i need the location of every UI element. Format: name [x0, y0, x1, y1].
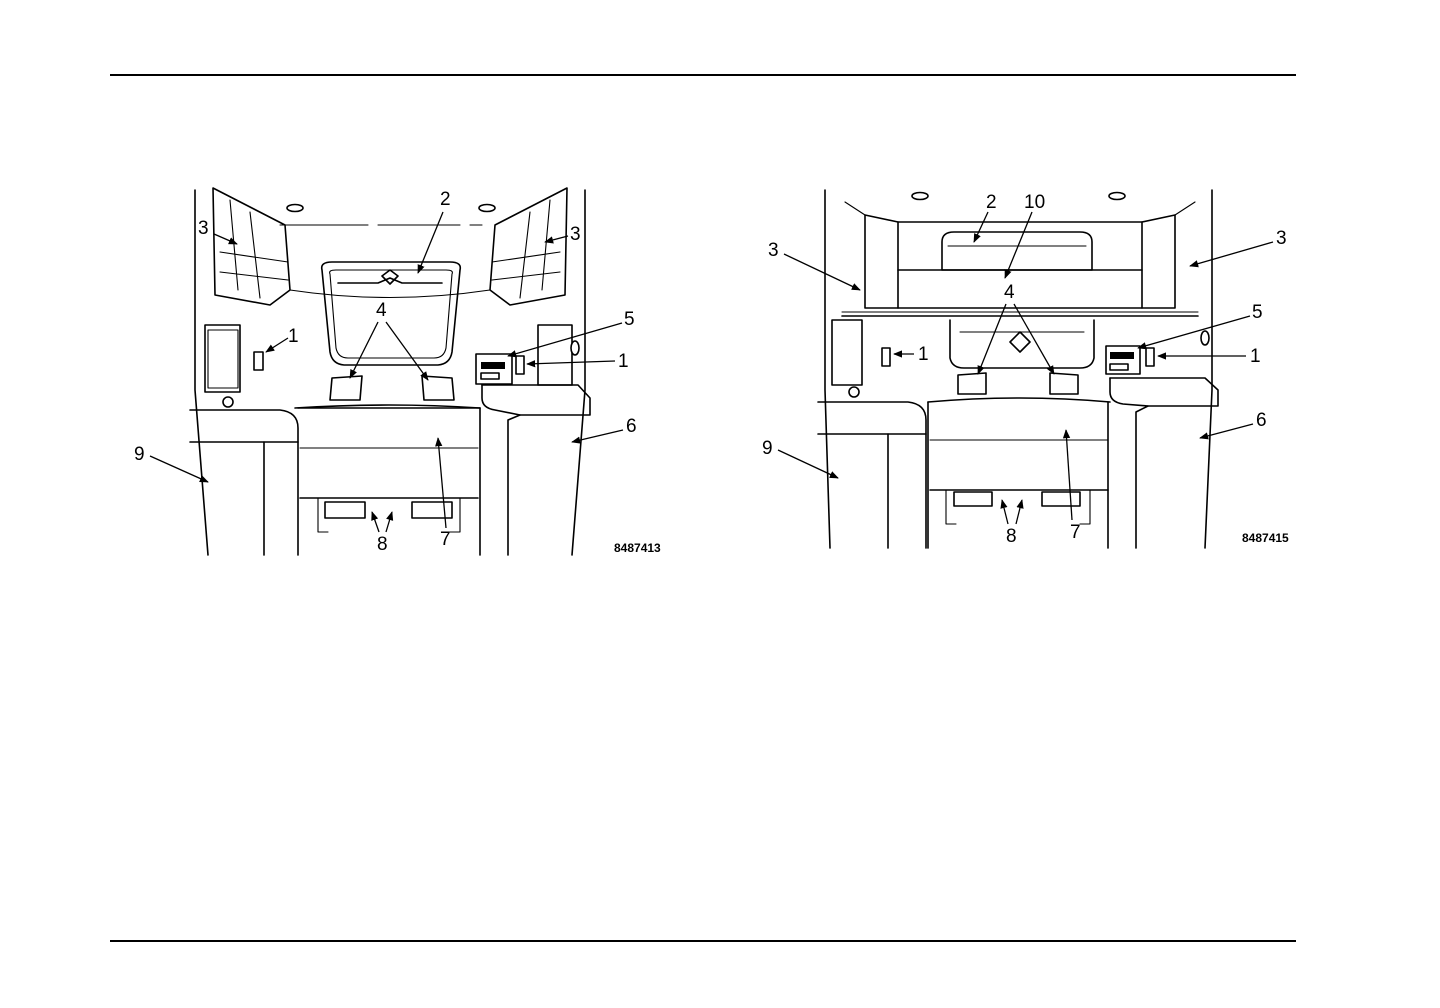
callout-3-left: 3: [198, 218, 209, 239]
cab-interior-drawing-right: 2 10 3 3 4 1 5 1 6 9 7 8 8487415: [750, 180, 1310, 565]
callout-8: 8: [377, 534, 388, 555]
callout-1-left: 1: [288, 326, 299, 347]
callout-8: 8: [1006, 526, 1017, 547]
cab-interior-drawing-left: 3 3 2 4 1 5 1 6 9 7 8 8487413: [120, 180, 680, 565]
callout-6: 6: [626, 416, 637, 437]
header-rule: [110, 74, 1296, 76]
callout-5: 5: [624, 309, 635, 330]
callout-3-left: 3: [768, 240, 779, 261]
callout-2: 2: [986, 192, 997, 213]
callout-2: 2: [440, 189, 451, 210]
callout-6: 6: [1256, 410, 1267, 431]
callout-1-right: 1: [1250, 346, 1261, 367]
callout-1-right: 1: [618, 351, 629, 372]
diagram-left: 3 3 2 4 1 5 1 6 9 7 8 8487413: [120, 180, 680, 565]
callout-9: 9: [134, 444, 145, 465]
callout-3-right: 3: [1276, 228, 1287, 249]
callout-7: 7: [1070, 522, 1081, 543]
callout-10: 10: [1024, 192, 1045, 213]
callout-4: 4: [376, 300, 387, 321]
callout-4: 4: [1004, 282, 1015, 303]
callout-5: 5: [1252, 302, 1263, 323]
callout-9: 9: [762, 438, 773, 459]
callout-3-right: 3: [570, 224, 581, 245]
callout-1-left: 1: [918, 344, 929, 365]
callout-7: 7: [440, 529, 451, 550]
figure-id: 8487415: [1242, 531, 1289, 545]
footer-rule: [110, 940, 1296, 942]
figure-id: 8487413: [614, 541, 661, 555]
diagram-right: 2 10 3 3 4 1 5 1 6 9 7 8 8487415: [750, 180, 1310, 565]
